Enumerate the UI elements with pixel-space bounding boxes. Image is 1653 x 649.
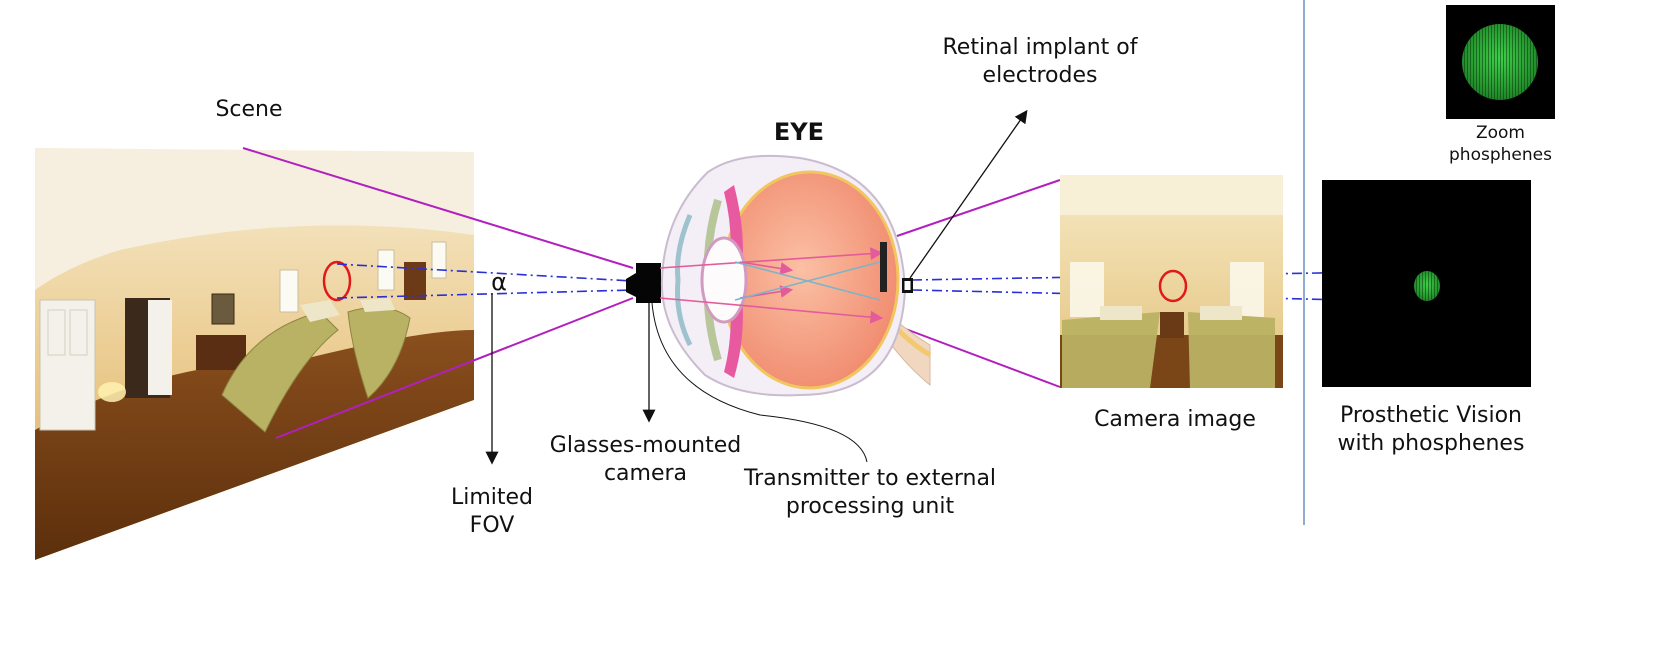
eye-illustration — [659, 154, 932, 397]
camera-target-marker — [1158, 269, 1188, 303]
scene-panorama-image — [35, 148, 474, 560]
glasses-camera-label: Glasses-mounted camera — [549, 433, 742, 486]
glasses-camera-icon — [626, 263, 661, 303]
alpha-symbol: α — [491, 268, 507, 296]
transmitter-label: Transmitter to external processing unit — [743, 466, 997, 519]
camera-image-label: Camera image — [1094, 407, 1256, 432]
zoom-phosphene-disc — [1462, 24, 1538, 100]
prosthetic-vision-label: Prosthetic Vision with phosphenes — [1337, 403, 1525, 456]
limited-fov-label: Limited FOV — [450, 485, 534, 538]
zoom-phosphenes-label: Zoom phosphenes — [1449, 123, 1552, 165]
field-of-view-lines — [242, 147, 1061, 439]
annotation-arrows — [485, 109, 1028, 465]
camera-image — [1060, 175, 1283, 388]
eye-label: EYE — [773, 118, 825, 146]
scene-label: Scene — [215, 97, 283, 122]
scene-target-marker — [322, 260, 352, 302]
retinal-implant-label: Retinal implant of electrodes — [942, 35, 1138, 88]
phosphene-spot — [1414, 271, 1440, 301]
